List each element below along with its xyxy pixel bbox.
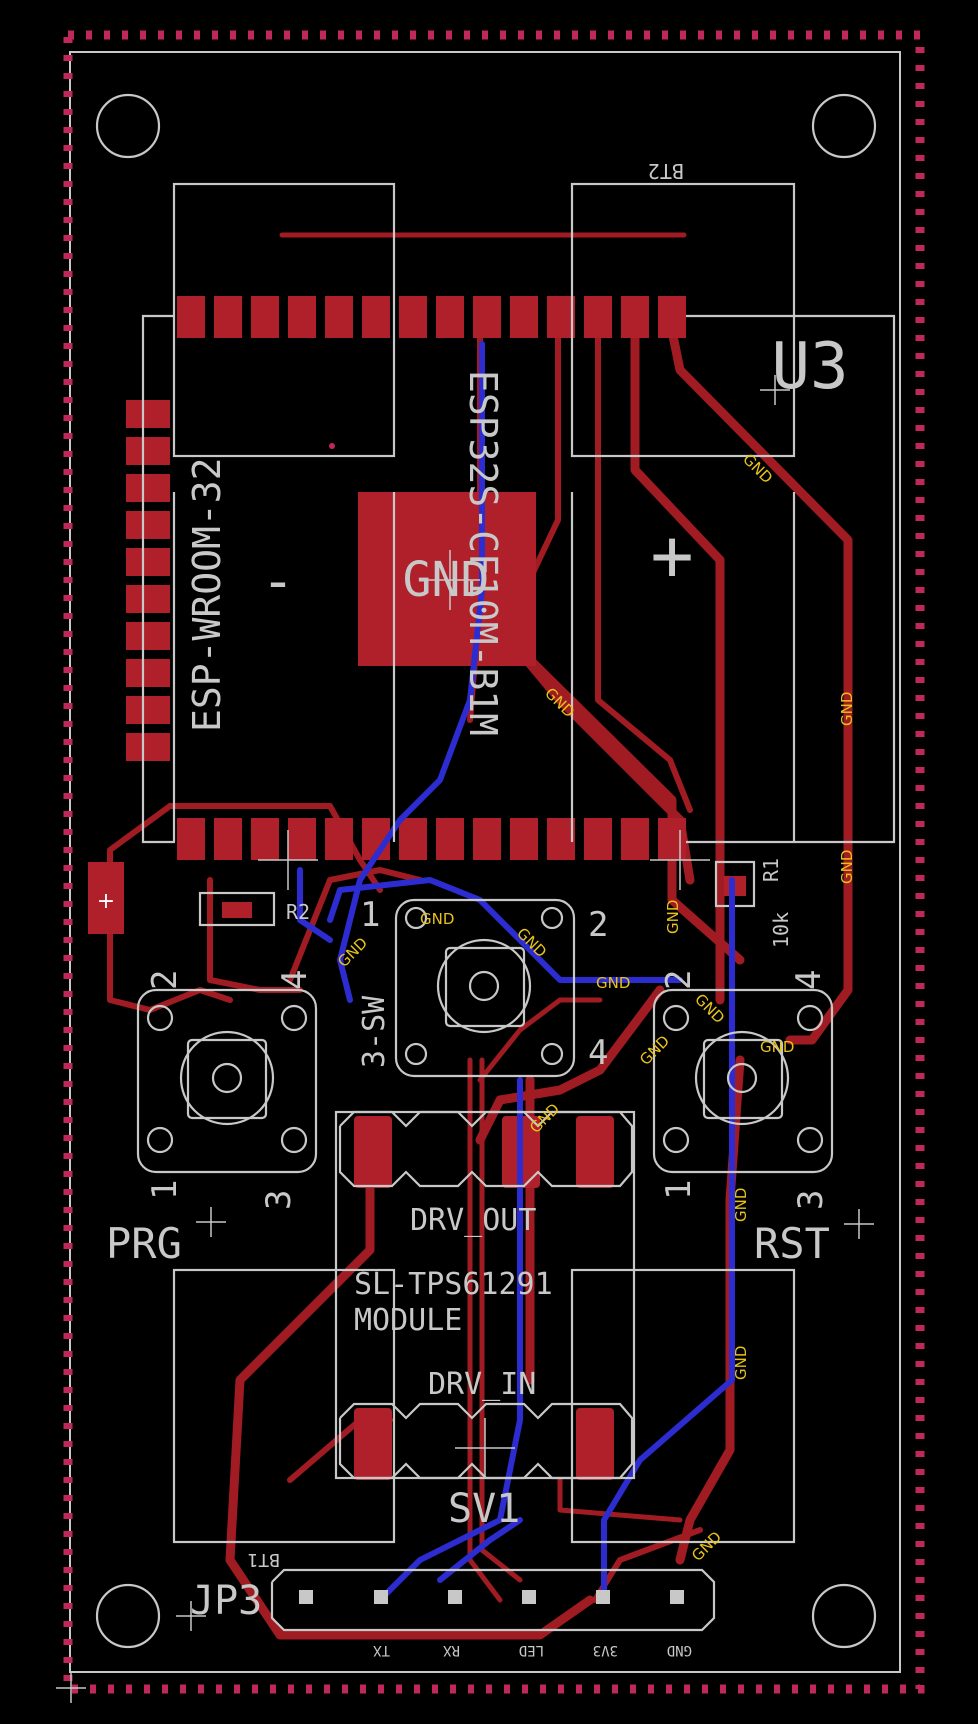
svg-text:GND: GND — [760, 1038, 794, 1056]
label-bt2: BT2 — [648, 159, 684, 183]
origin-crosshairs — [56, 375, 874, 1703]
mounting-hole-bottom-right — [811, 1583, 877, 1649]
pad-drv-in-1 — [354, 1408, 392, 1480]
label-prg: PRG — [106, 1219, 182, 1268]
electrode-plus-mark: + — [97, 889, 115, 914]
battery-minus-mark: - — [261, 549, 295, 614]
svg-text:2: 2 — [588, 905, 608, 945]
svg-text:GND: GND — [732, 1188, 750, 1222]
svg-text:3: 3 — [259, 1190, 299, 1210]
svg-text:2: 2 — [659, 970, 699, 990]
label-drv-in: DRV_IN — [428, 1367, 536, 1402]
pad-drv-in-2 — [576, 1408, 614, 1480]
label-esp32-socket: ESP32S-CF10M-B1M — [461, 370, 505, 736]
switch-middle — [394, 898, 576, 1078]
switch-rst — [652, 988, 834, 1174]
svg-text:TX: TX — [373, 1642, 390, 1658]
svg-text:3: 3 — [791, 1190, 831, 1210]
esp-top-pad-row — [177, 296, 686, 338]
battery-plus-mark: + — [650, 513, 693, 597]
gnd-copper-pour — [358, 492, 536, 666]
pad-drv-out-1 — [354, 1116, 392, 1188]
svg-text:GND: GND — [596, 974, 630, 992]
r2-pad — [222, 902, 252, 918]
svg-text:GND: GND — [667, 1642, 692, 1658]
label-r1: R1 — [759, 858, 783, 882]
svg-text:RX: RX — [443, 1642, 460, 1658]
keepout-border — [63, 30, 925, 1694]
svg-text:GND: GND — [420, 910, 454, 928]
label-gnd-plane: GND — [403, 552, 490, 608]
svg-text:4: 4 — [588, 1033, 608, 1073]
r2-outline — [198, 891, 276, 927]
label-sw-middle: 3-SW — [357, 995, 392, 1068]
label-u3: U3 — [771, 330, 848, 404]
svg-text:GND: GND — [664, 900, 682, 934]
bottom-copper-traces — [297, 341, 735, 1603]
jp3-pin-labels: TX RX LED 3V3 GND — [373, 1642, 692, 1658]
label-r2: R2 — [286, 900, 310, 924]
svg-text:GND: GND — [732, 1346, 750, 1380]
label-drv-out: DRV_OUT — [410, 1203, 536, 1238]
svg-text:1: 1 — [145, 1180, 185, 1200]
svg-text:GND: GND — [838, 850, 856, 884]
silkscreen-outlines — [141, 182, 896, 1632]
label-module-line1: SL-TPS61291 — [354, 1267, 553, 1302]
label-sv1: SV1 — [448, 1486, 520, 1532]
jp3-header-pads — [299, 1590, 684, 1604]
svg-text:2: 2 — [145, 970, 185, 990]
pad-drv-out-3 — [576, 1116, 614, 1188]
svg-text:3V3: 3V3 — [593, 1642, 618, 1658]
label-esp-wroom-32: ESP-WROOM-32 — [185, 457, 229, 732]
svg-text:LED: LED — [519, 1642, 544, 1658]
mounting-hole-bottom-left — [95, 1583, 161, 1649]
board-outline — [69, 51, 901, 1673]
label-jp3: JP3 — [190, 1578, 262, 1624]
label-rst: RST — [754, 1219, 830, 1268]
svg-text:1: 1 — [659, 1180, 699, 1200]
svg-text:4: 4 — [789, 970, 829, 990]
switch-pin-numbers: 2 4 1 3 1 2 4 2 4 1 3 — [145, 895, 831, 1210]
label-module-line2: MODULE — [354, 1303, 462, 1338]
pad-left-electrode — [88, 862, 124, 934]
mounting-hole-top-right — [811, 93, 877, 159]
svg-text:GND: GND — [838, 692, 856, 726]
esp-bottom-pad-row — [177, 818, 686, 860]
svg-text:4: 4 — [275, 970, 315, 990]
pin1-marker-dot — [329, 443, 335, 449]
label-bt1: BT1 — [247, 1549, 280, 1570]
mounting-hole-top-left — [95, 93, 161, 159]
svg-text:1: 1 — [360, 895, 380, 935]
label-r1-value: 10k — [769, 912, 793, 948]
esp-left-pad-column — [126, 400, 170, 761]
switch-prg — [136, 988, 318, 1174]
